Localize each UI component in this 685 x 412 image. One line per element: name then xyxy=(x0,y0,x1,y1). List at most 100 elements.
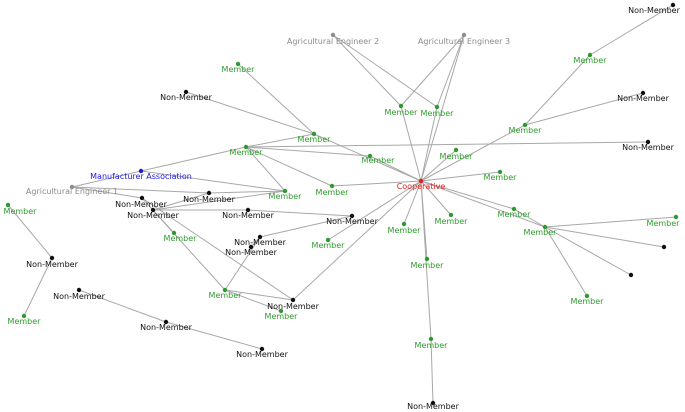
node-dot-m_c6 xyxy=(497,169,503,175)
node-nm_a: Non-Member xyxy=(160,89,213,102)
edge-m_tr-nm_tr xyxy=(589,4,674,56)
node-ae1: Agricultural Engineer 1 xyxy=(26,184,118,196)
node-label-nm_m5: Non-Member xyxy=(326,217,378,226)
edge-nm_m2-nm_m3 xyxy=(152,192,210,211)
node-label-mfr: Manufacturer Association xyxy=(90,172,192,181)
node-label-m_g: Member xyxy=(164,234,198,243)
node-label-nm_b2: Non-Member xyxy=(140,323,192,332)
node-dot-m_c2 xyxy=(282,188,288,194)
edge-nm_m3-m_g xyxy=(152,209,175,234)
node-label-nm_r1: Non-Member xyxy=(617,94,669,103)
node-dot-nm_m3 xyxy=(150,207,156,213)
node-dot-m_low xyxy=(428,336,434,342)
node-label-m_h: Member xyxy=(209,291,243,300)
node-nm_l1: Non-Member xyxy=(26,255,79,269)
edge-m_hubL-mfr xyxy=(140,146,247,172)
node-m_tr: Member xyxy=(574,52,607,65)
node-nm_r2: Non-Member xyxy=(622,139,675,152)
node-dot-m_c xyxy=(311,131,317,137)
node-m_hubB: Member xyxy=(524,224,558,237)
node-dot-m_c7 xyxy=(401,221,407,227)
node-dot-m_hubR xyxy=(511,206,517,212)
edge-coop-m_hubB xyxy=(420,180,546,228)
node-label-m_c: Member xyxy=(298,135,332,144)
node-m_c7: Member xyxy=(388,221,422,235)
node-dot-nm_m7 xyxy=(248,244,254,250)
edge-nm_a-m_c xyxy=(185,91,315,135)
node-dot-nm_tr xyxy=(670,2,676,8)
edge-m_c4-coop xyxy=(331,180,422,187)
edge-m_c5-coop xyxy=(420,149,457,182)
node-dot-nm_bot xyxy=(430,400,436,406)
node-label-m_hub1: Member xyxy=(509,126,543,135)
node-dot-m_e2 xyxy=(398,103,404,109)
node-label-m_low: Member xyxy=(415,341,449,350)
node-dot-m_hub1 xyxy=(522,122,528,128)
edge-m_hubB-blk2 xyxy=(544,226,632,276)
node-label-nm_l1: Non-Member xyxy=(26,260,78,269)
edge-ae2-m_e2 xyxy=(332,34,402,107)
node-label-m_hubB: Member xyxy=(524,228,558,237)
edge-ae3-coop xyxy=(420,34,465,182)
node-dot-m_left xyxy=(5,202,11,208)
node-ae3: Agricultural Engineer 3 xyxy=(418,32,510,46)
node-m_c9: Member xyxy=(312,237,346,250)
node-label-m_e2: Member xyxy=(385,108,419,117)
node-dot-m_tr xyxy=(587,52,593,58)
node-m_br: Member xyxy=(571,293,604,306)
node-label-nm_m1: Non-Member xyxy=(115,200,167,209)
node-dot-nm_m5 xyxy=(349,213,355,219)
node-dot-m_i xyxy=(278,308,284,314)
node-label-m_c3: Member xyxy=(362,156,396,165)
node-nm_m4: Non-Member xyxy=(222,207,275,220)
node-label-m_c10: Member xyxy=(411,261,445,270)
node-nm_m3: Non-Member xyxy=(127,207,180,220)
node-dot-nm_b3 xyxy=(259,346,265,352)
node-label-m_c8: Member xyxy=(435,217,469,226)
edge-nm_b1-nm_b2 xyxy=(78,289,167,323)
edge-coop-m_hubR xyxy=(420,180,515,210)
node-label-m_c4: Member xyxy=(316,188,350,197)
node-nm_b1: Non-Member xyxy=(53,287,106,301)
edge-coop-m_c9 xyxy=(327,180,422,241)
node-dot-m_e3 xyxy=(434,104,440,110)
node-m_tl: Member xyxy=(222,61,255,74)
edge-m_e2-coop xyxy=(400,105,422,182)
node-dot-nm_a xyxy=(183,89,189,95)
node-nm_r1: Non-Member xyxy=(617,90,670,103)
node-dot-m_c3 xyxy=(367,153,373,159)
node-dot-nm_b1 xyxy=(76,287,82,293)
edge-coop-m_c8 xyxy=(420,180,452,216)
node-label-coop: Cooperative xyxy=(397,182,446,191)
edge-m_left-nm_l1 xyxy=(7,204,53,259)
node-dot-m_c4 xyxy=(329,183,335,189)
node-dot-nm_l1 xyxy=(49,255,55,261)
node-label-nm_b3: Non-Member xyxy=(236,350,288,359)
edge-nm_m3-m_c2 xyxy=(152,190,286,211)
node-m_c5: Member xyxy=(440,147,473,161)
node-label-m_c7: Member xyxy=(388,226,422,235)
node-nm_x: Non-Member xyxy=(267,297,320,311)
edge-m_h-m_i xyxy=(224,289,282,312)
node-nm_m2: Non-Member xyxy=(183,190,236,204)
node-label-m_c9: Member xyxy=(312,241,346,250)
edge-coop-nm_x xyxy=(292,180,422,301)
edge-nm_m2-m_c2 xyxy=(208,190,286,194)
edge-nm_x-m_h xyxy=(224,289,294,301)
node-dot-nm_x xyxy=(290,297,296,303)
node-m_c4: Member xyxy=(316,183,350,197)
node-dot-nm_b2 xyxy=(163,319,169,325)
edge-m_c6-coop xyxy=(420,171,501,182)
edge-ae1-nm_m2 xyxy=(71,186,210,194)
node-label-m_left: Member xyxy=(4,207,38,216)
node-dot-m_c8 xyxy=(448,212,454,218)
node-dot-nm_r2 xyxy=(645,139,651,145)
edge-m_tr-m_hub1 xyxy=(524,54,591,126)
node-m_hubL: Member xyxy=(230,144,263,157)
node-label-ae1: Agricultural Engineer 1 xyxy=(26,187,118,196)
edge-m_hubL-m_c4 xyxy=(245,146,333,187)
edge-ae1-nm_m1 xyxy=(71,186,143,199)
edge-nm_r1-m_hub1 xyxy=(524,92,644,126)
node-dot-nm_m2 xyxy=(206,190,212,196)
